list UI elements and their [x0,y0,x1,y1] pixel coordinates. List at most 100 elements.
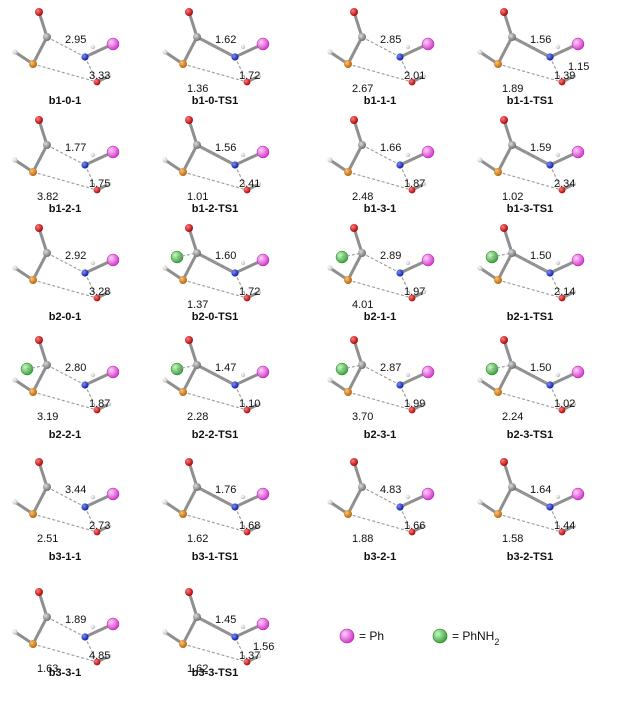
contact-p-ow [182,513,248,533]
bond-c-p [181,363,199,394]
contact-p-ow [32,513,98,533]
contact-an-c [341,364,363,370]
ph-legend-label: = Ph [359,629,384,643]
oxygen-atom [35,116,43,124]
oxygen-atom [500,458,508,466]
contact-p-ow [182,171,248,191]
methyl-carbon [12,265,18,271]
nitrogen-atom [396,161,404,169]
nitrogen-atom [81,633,89,641]
distance-label: 3.44 [65,484,86,496]
contact-c-n [46,616,86,638]
bond-c-p [181,615,199,646]
ph-sphere [256,145,270,159]
distance-label: 2.85 [380,34,401,46]
distance-label: 2.87 [380,362,401,374]
bond-c-p [496,35,514,66]
water-oxygen [93,186,101,194]
phosphorus-atom [179,60,187,68]
distance-label: 1.75 [89,178,110,190]
contact-c-n [46,144,86,166]
hydrogen-atom [405,494,411,500]
phosphorus-atom [179,388,187,396]
bond-c-o [37,590,49,619]
distance-label: 1.72 [239,70,260,82]
ph-sphere [256,617,270,631]
nitrogen-atom [231,53,239,61]
bond-c-p [346,35,364,66]
bond-c-o [187,10,199,39]
distance-label: 1.50 [530,250,551,262]
carbon-atom [193,483,201,491]
methyl-carbon [477,157,483,163]
bond-c-o [502,10,514,39]
ph-sphere [256,253,270,267]
distance-label: 2.95 [65,34,86,46]
contact-c-n [511,486,551,508]
contact-c-n [361,252,401,274]
ph-sphere [421,145,435,159]
methyl-carbon [477,377,483,383]
hydrogen-atom [421,401,427,407]
nitrogen-atom [546,53,554,61]
hydrogen-atom [256,653,262,659]
methyl-carbon [12,157,18,163]
ph-sphere [106,487,120,501]
distance-label: 3.28 [89,286,110,298]
bond-c-p [346,485,364,516]
bond-c-o [352,338,364,367]
contact-c-n [196,144,236,166]
hydrogen-atom [90,44,96,50]
contact-an-c [176,364,198,370]
distance-label: 1.02 [554,398,575,410]
structure-label: b1-2-1 [49,203,81,215]
contact-c-n [361,144,401,166]
hydrogen-atom [405,152,411,158]
methyl-carbon [162,377,168,383]
contact-p-ow [497,391,563,411]
distance-label: 2.41 [239,178,260,190]
ph-sphere [421,253,435,267]
bond-c-o [187,118,199,147]
structure-label: b2-3-TS1 [507,429,553,441]
nitrogen-atom [546,269,554,277]
methyl-carbon [162,49,168,55]
bond-c-p [181,251,199,282]
oxygen-atom [350,224,358,232]
structure-label: b3-1-1 [49,551,81,563]
ph-sphere [106,145,120,159]
distance-label: 4.01 [352,299,373,311]
distance-label: 1.62 [187,533,208,545]
hydrogen-atom [90,372,96,378]
water-oxygen [243,406,251,414]
ph-sphere [571,365,585,379]
ph-sphere [106,37,120,51]
contact-p-ow [347,171,413,191]
distance-label: 2.34 [554,178,575,190]
bond-c-o [352,10,364,39]
bond-c-p [31,363,49,394]
bond-c-p [31,35,49,66]
nitrogen-atom [546,503,554,511]
nitrogen-atom [81,381,89,389]
water-oxygen [408,294,416,302]
phnh2-legend-label: = PhNH2 [452,629,499,647]
contact-c-n [196,616,236,638]
phosphorus-atom [494,510,502,518]
phosphorus-atom [179,640,187,648]
hydrogen-atom [106,653,112,659]
oxygen-atom [500,224,508,232]
nitrogen-atom [231,633,239,641]
nitrogen-atom [231,269,239,277]
bond-c-p [496,143,514,174]
